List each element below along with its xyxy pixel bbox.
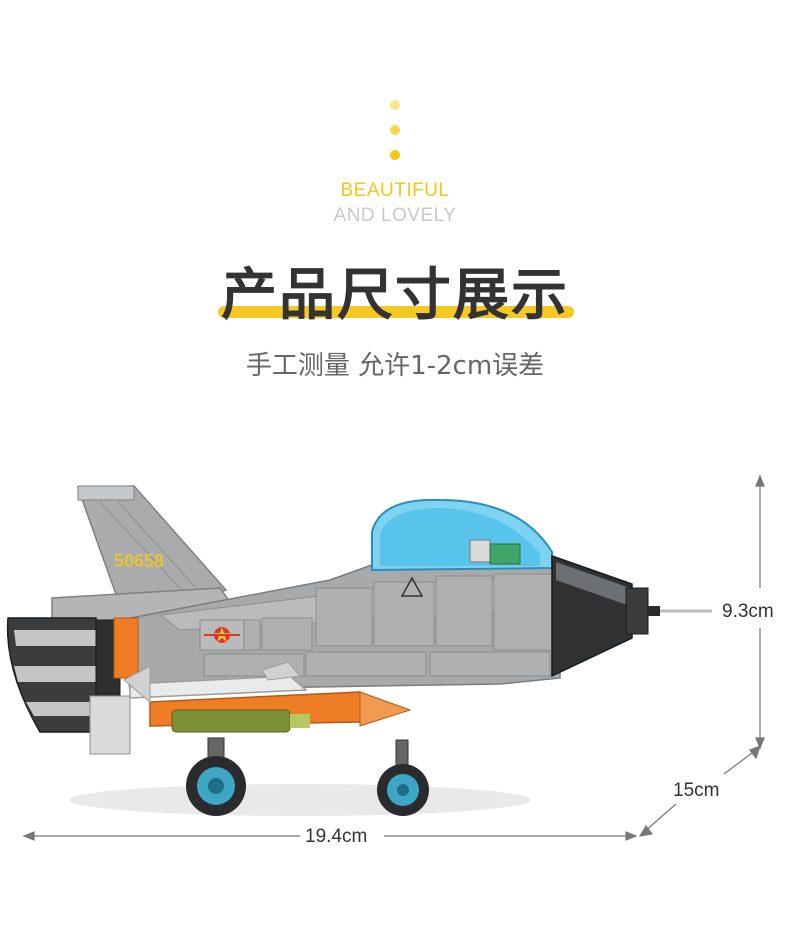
front-landing-wheel xyxy=(377,739,429,816)
page-title: 产品尺寸展示 xyxy=(221,263,569,328)
title-underline xyxy=(218,306,574,318)
pilot-seat xyxy=(469,539,491,563)
dimension-height-label: 9.3cm xyxy=(722,601,774,622)
arrow-left xyxy=(22,831,35,841)
arrow-down xyxy=(755,737,765,750)
depth-line-upper xyxy=(723,749,757,775)
dimension-depth-label: 15cm xyxy=(673,780,720,801)
rear-landing-wheel xyxy=(186,737,246,816)
dimension-lines xyxy=(22,474,765,841)
arrow-up xyxy=(755,474,765,487)
dot xyxy=(390,100,400,110)
canopy xyxy=(371,498,553,572)
dimension-length-label: 19.4cm xyxy=(305,826,368,847)
shadow xyxy=(70,784,530,816)
tagline-and-lovely: AND LOVELY xyxy=(333,205,457,226)
arrow-right xyxy=(625,831,638,841)
dot xyxy=(390,125,400,135)
arrow-diag-high xyxy=(749,744,761,760)
fighter-jet-model-image: 50658 xyxy=(6,474,765,841)
depth-line-lower xyxy=(643,803,677,833)
tagline-beautiful: BEAUTIFUL xyxy=(340,180,450,201)
nose-cone xyxy=(551,554,712,678)
page-subtitle: 手工测量 允许1-2cm误差 xyxy=(245,351,545,381)
tail-number: 50658 xyxy=(114,551,164,571)
arrow-diag-low xyxy=(638,824,654,837)
dot xyxy=(390,150,400,160)
engine-exhaust xyxy=(6,617,139,733)
missile-rack xyxy=(89,661,412,755)
fuselage xyxy=(119,561,561,691)
